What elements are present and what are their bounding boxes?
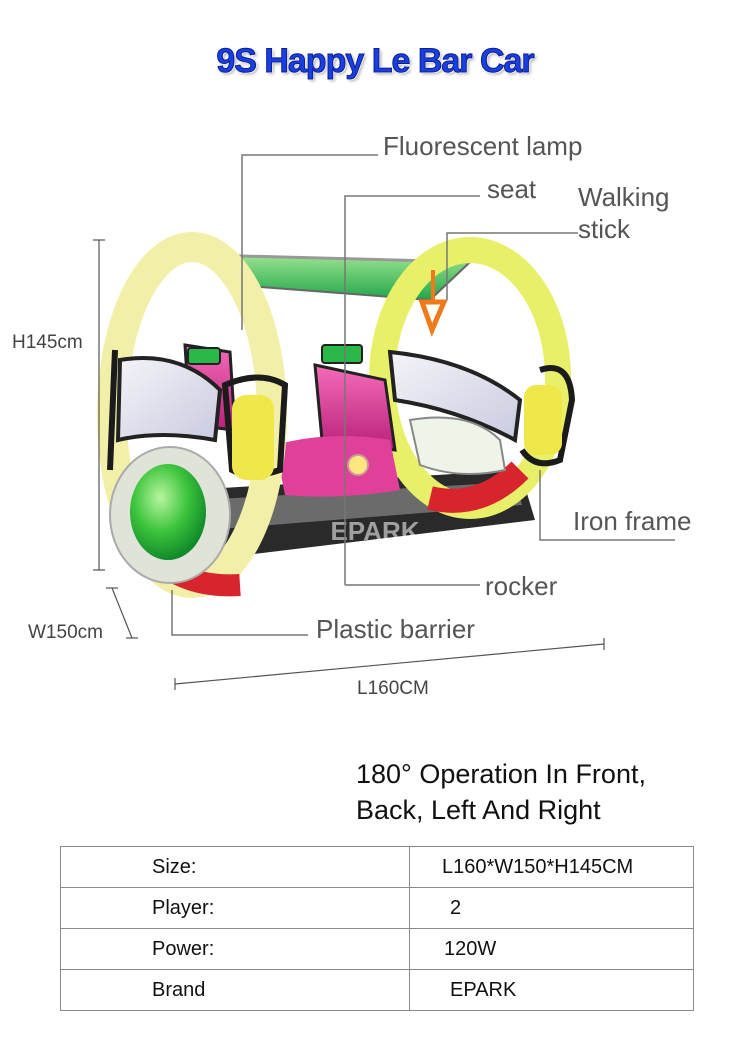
spec-value: 2	[409, 887, 694, 929]
label-seat: seat	[487, 174, 537, 204]
label-rocker: rocker	[485, 571, 558, 601]
spec-key: Player:	[60, 887, 410, 929]
spec-table: Size: L160*W150*H145CM Player: 2 Power: …	[60, 846, 694, 1011]
spec-value: 120W	[409, 928, 694, 970]
dimension-lines	[93, 239, 605, 690]
spec-value: EPARK	[409, 969, 694, 1011]
operation-description: 180° Operation In Front, Back, Left And …	[356, 756, 736, 828]
dimension-length: L160CM	[357, 678, 429, 699]
dimension-height: H145cm	[12, 332, 83, 353]
label-plastic-barrier: Plastic barrier	[316, 614, 475, 644]
spec-key: Size:	[60, 846, 410, 888]
page-title: 9S Happy Le Bar Car	[216, 42, 535, 81]
watermark: EPARK	[330, 516, 419, 546]
spec-value: L160*W150*H145CM	[409, 846, 694, 888]
table-row: Player: 2	[60, 887, 694, 929]
spec-key: Brand	[60, 969, 410, 1011]
product-diagram: EPARK Fluorescent lamp seat Walking stic…	[12, 131, 692, 699]
table-row: Size: L160*W150*H145CM	[60, 846, 694, 888]
operation-line-1: 180° Operation In Front,	[356, 759, 646, 789]
label-walking-stick-1: Walking	[578, 182, 670, 212]
label-walking-stick-2: stick	[578, 214, 631, 244]
spec-key: Power:	[60, 928, 410, 970]
callout-lines	[171, 154, 675, 636]
table-row: Power: 120W	[60, 928, 694, 970]
label-iron-frame: Iron frame	[573, 506, 692, 536]
car-illustration	[97, 232, 576, 598]
operation-line-2: Back, Left And Right	[356, 795, 601, 825]
dimension-width: W150cm	[28, 622, 103, 643]
table-row: Brand EPARK	[60, 969, 694, 1011]
label-fluorescent-lamp: Fluorescent lamp	[383, 131, 582, 161]
